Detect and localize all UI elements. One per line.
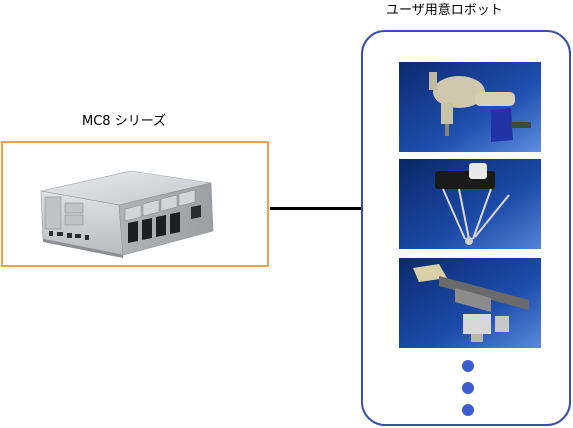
more-dots-icon bbox=[462, 360, 474, 372]
delta-robot-image bbox=[399, 159, 541, 249]
scara-robot-image bbox=[399, 62, 541, 152]
controller-unit-icon bbox=[40, 170, 214, 258]
cartesian-robot-image bbox=[399, 258, 541, 348]
delta-robot-icon bbox=[399, 159, 541, 249]
more-dots-icon bbox=[462, 382, 474, 394]
more-dots-icon bbox=[462, 404, 474, 416]
connection-line bbox=[270, 207, 362, 210]
cartesian-robot-icon bbox=[399, 258, 541, 348]
user-robot-panel bbox=[361, 30, 571, 426]
controller-series-label: MC8 シリーズ bbox=[82, 114, 167, 129]
controller-box bbox=[1, 141, 269, 267]
user-robots-label: ユーザ用意ロボット bbox=[386, 3, 503, 18]
scara-robot-icon bbox=[399, 62, 541, 152]
